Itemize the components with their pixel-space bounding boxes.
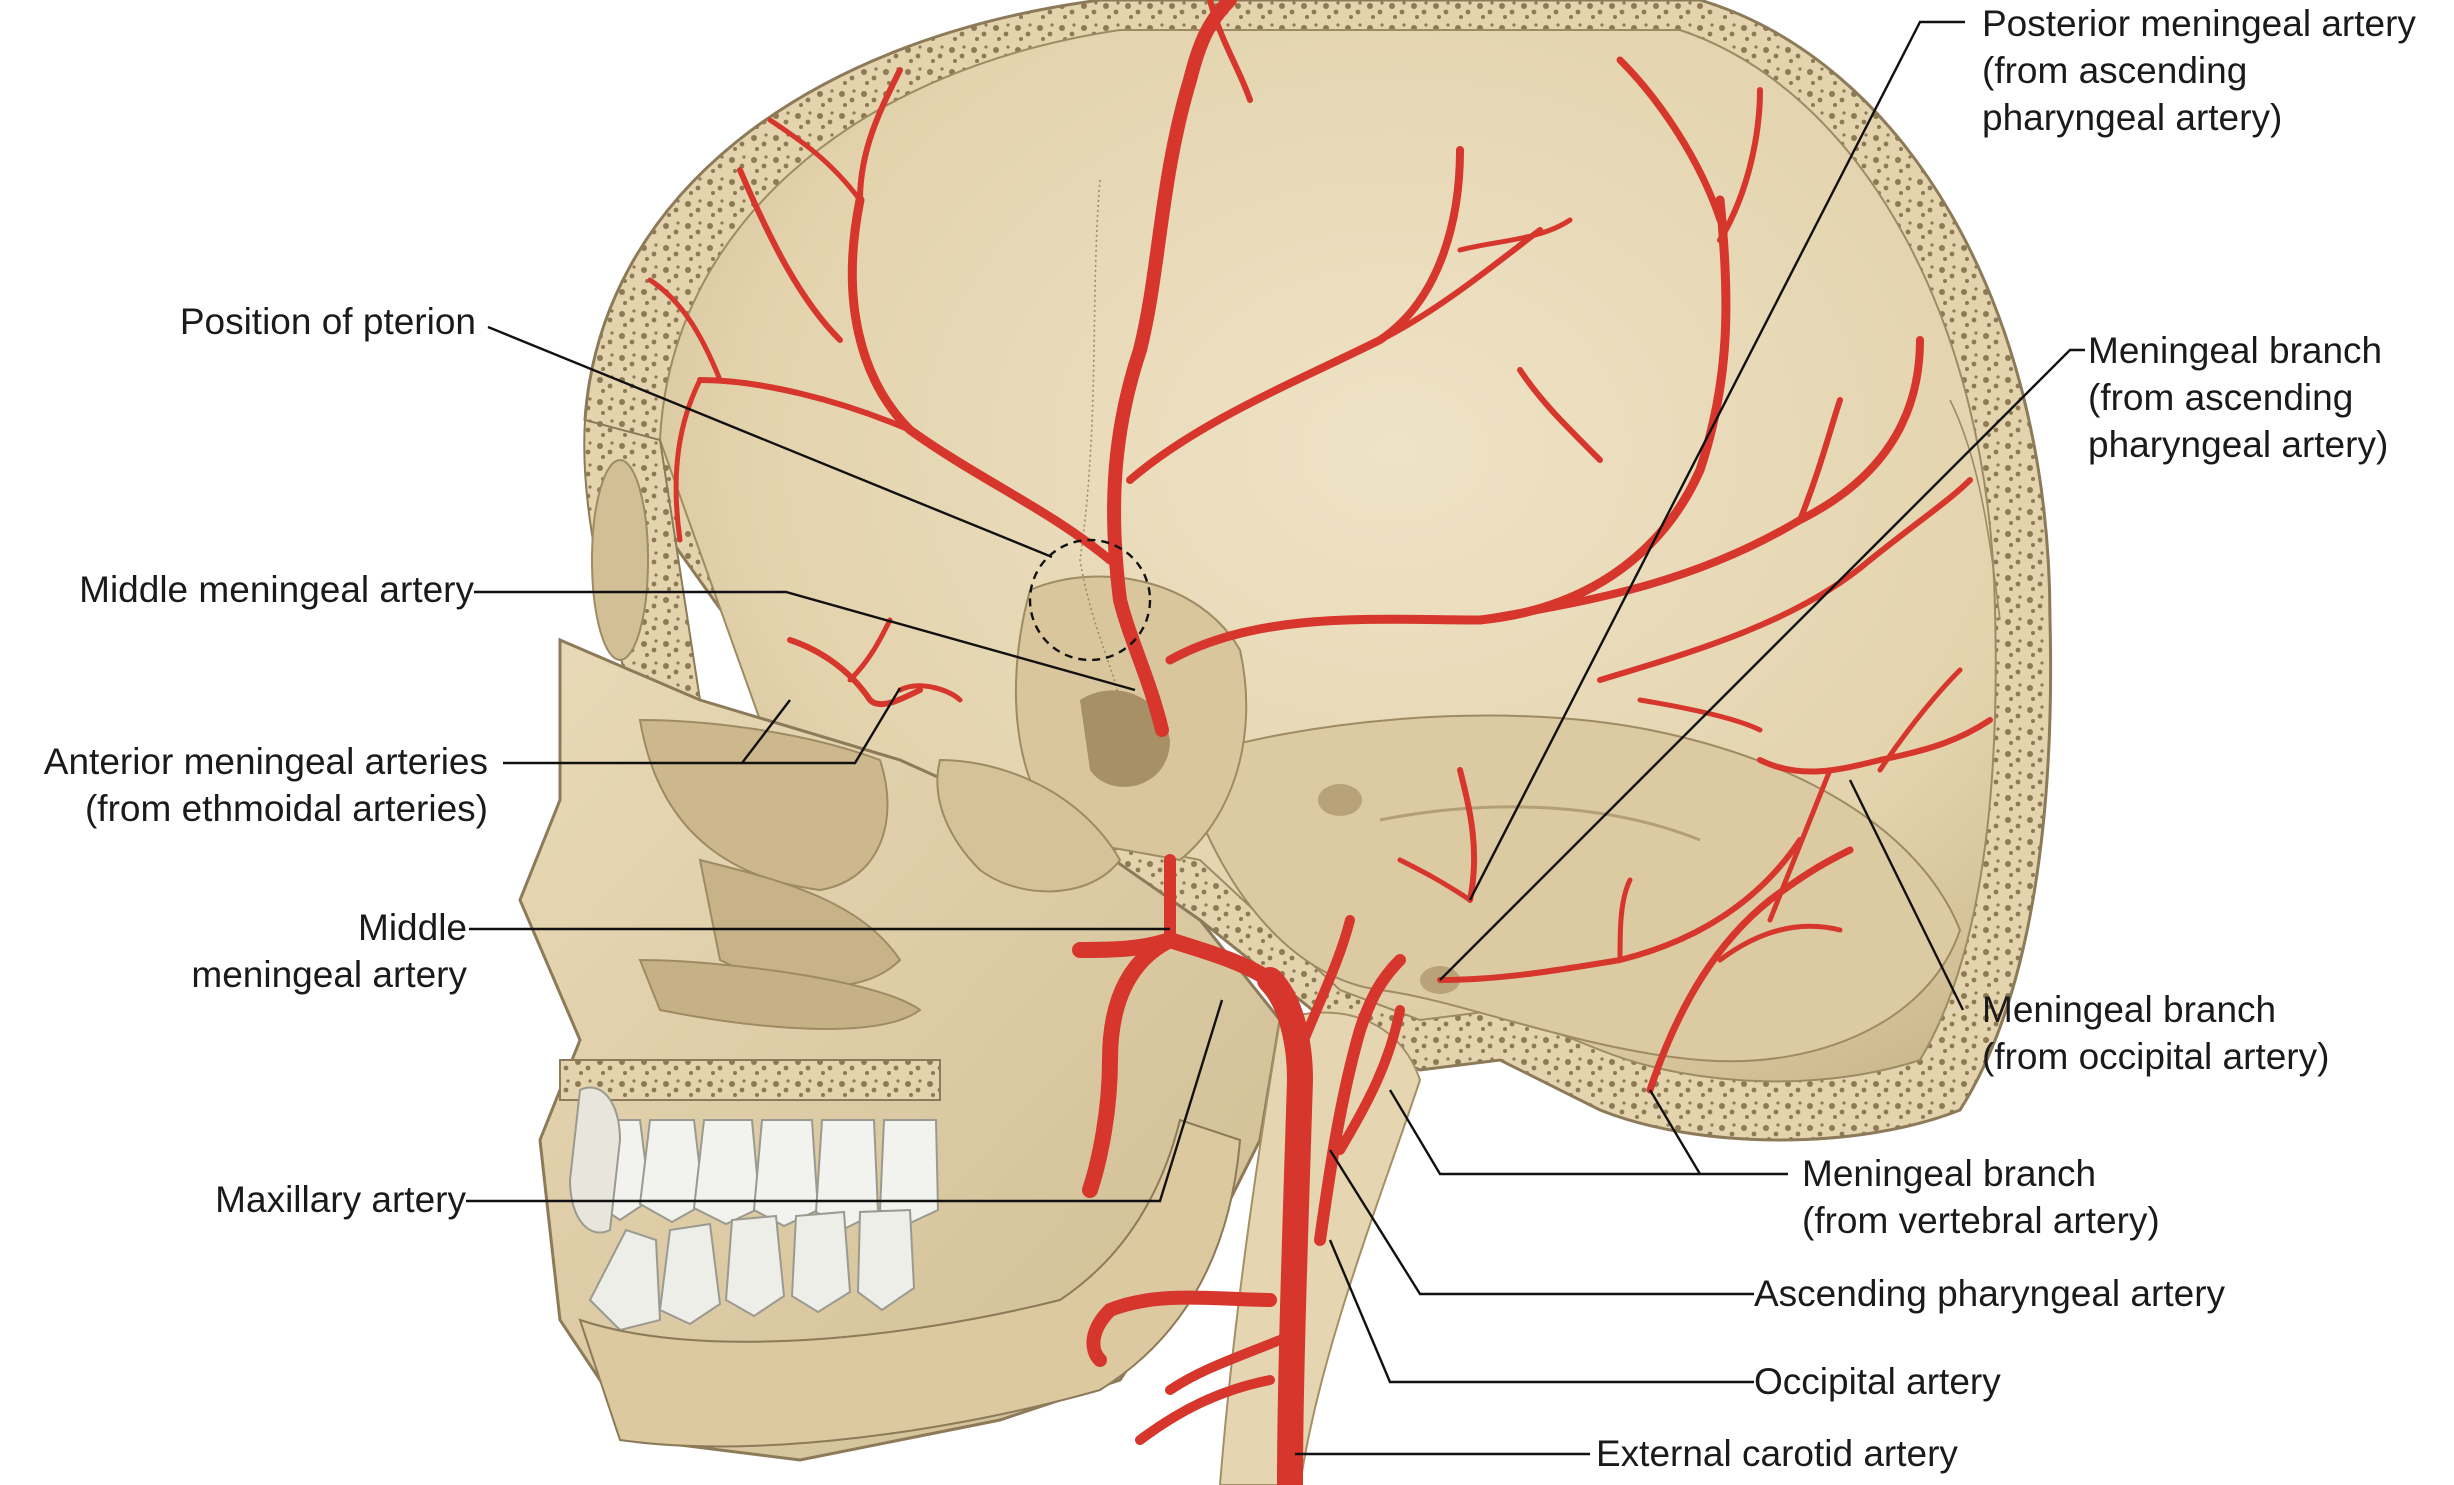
label-position-of-pterion: Position of pterion (179, 301, 476, 342)
pterion-marker (1028, 538, 1152, 662)
teeth-lower (588, 1208, 916, 1332)
arteries (647, 0, 1993, 1485)
label-meningeal-branch-occipital: Meningeal branch (from occipital artery) (1982, 989, 2330, 1077)
label-maxillary-artery: Maxillary artery (215, 1179, 466, 1220)
label-meningeal-branch-ascending-pharyngeal: Meningeal branch (from ascending pharyng… (2088, 330, 2389, 465)
label-occipital-artery: Occipital artery (1754, 1361, 2001, 1402)
mandible (578, 1118, 1242, 1448)
label-meningeal-branch-vertebral: Meningeal branch (from vertebral artery) (1802, 1153, 2160, 1241)
label-ascending-pharyngeal-artery: Ascending pharyngeal artery (1754, 1273, 2226, 1314)
label-middle-meningeal-artery-lower: Middle meningeal artery (191, 907, 467, 995)
label-anterior-meningeal-arteries: Anterior meningeal arteries (from ethmoi… (43, 741, 488, 829)
hard-palate (559, 1059, 941, 1101)
label-external-carotid-artery: External carotid artery (1596, 1433, 1958, 1474)
label-middle-meningeal-artery: Middle meningeal artery (79, 569, 474, 610)
label-posterior-meningeal-artery: Posterior meningeal artery (from ascendi… (1982, 3, 2416, 138)
leader-lines (466, 20, 2085, 1456)
skull-base (1178, 714, 1962, 1063)
